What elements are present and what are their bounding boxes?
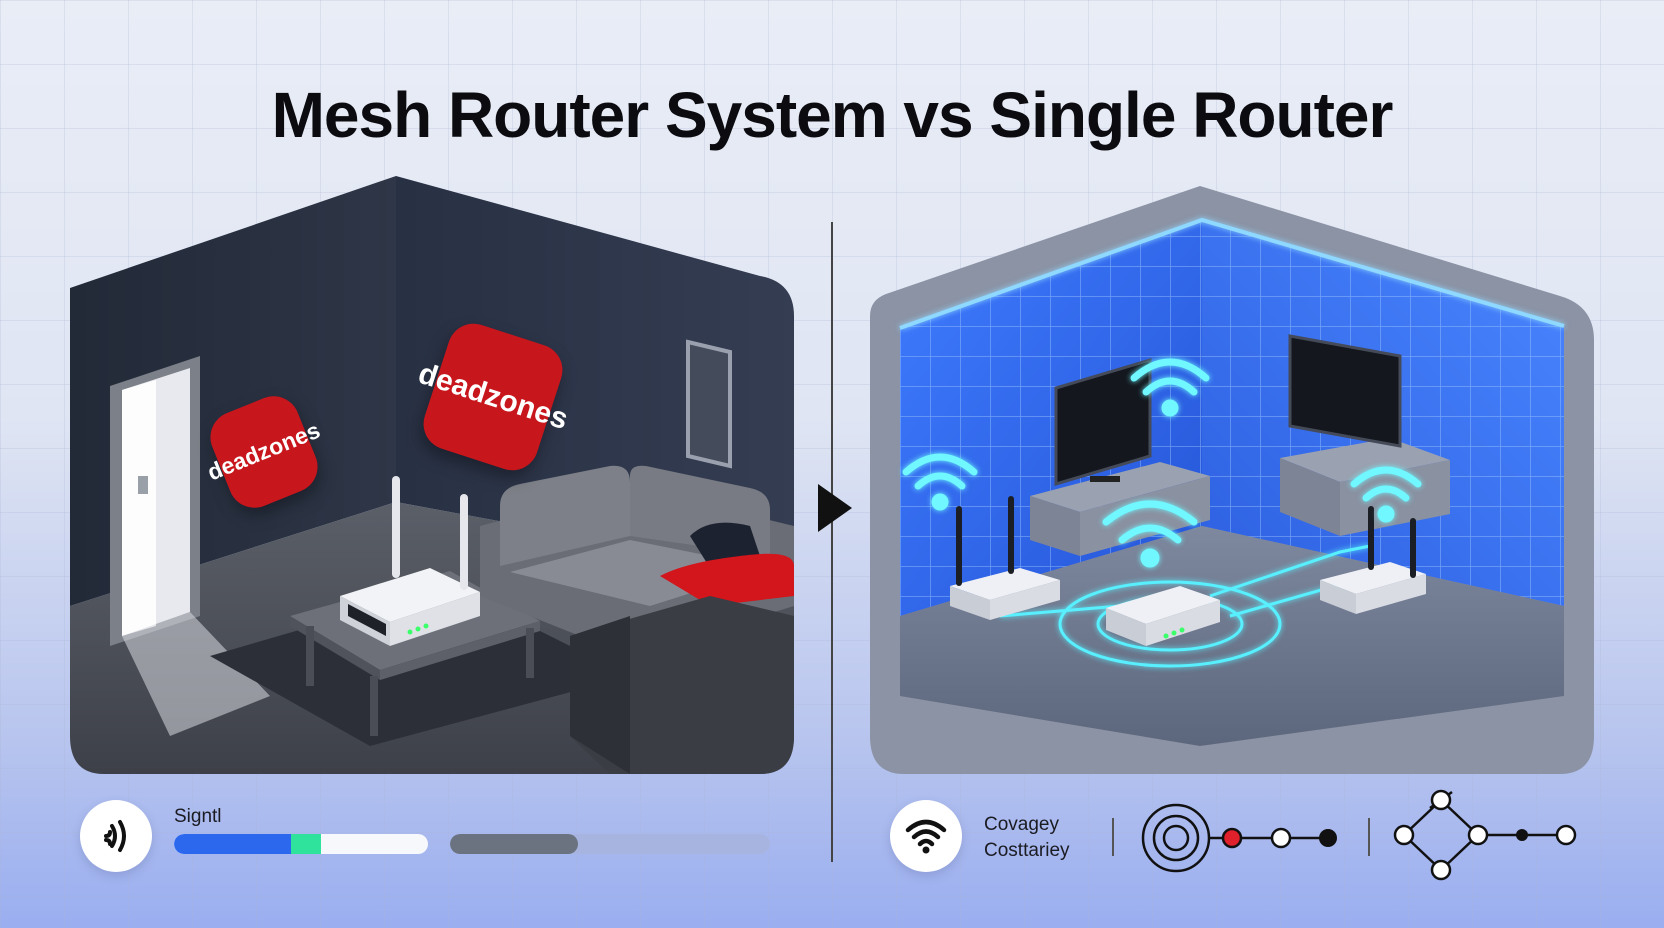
node-chain-icon — [1141, 803, 1337, 873]
single-router-room-illustration — [70, 176, 794, 774]
status-separator — [1368, 818, 1370, 856]
coverage-line: Covagey — [984, 814, 1059, 835]
signal-strength-bar — [174, 834, 428, 854]
signal-highlight-fill — [290, 834, 322, 854]
page-title: Mesh Router System vs Single Router — [271, 79, 1394, 151]
secondary-level-fill — [450, 834, 578, 854]
mesh-router-center — [1106, 586, 1220, 646]
mesh-router-room-illustration — [870, 186, 1594, 774]
secondary-level-bar — [450, 834, 770, 854]
status-separator — [1112, 818, 1114, 856]
wifi-icon — [890, 800, 962, 872]
coverage-text: Covagey Costtariey — [984, 812, 1070, 864]
sound-signal-icon — [80, 800, 152, 872]
mesh-router-left — [950, 496, 1060, 620]
mesh-network-icon — [1393, 789, 1577, 881]
coverage-line: Costtariey — [984, 840, 1070, 861]
signal-label: Signtl — [174, 806, 222, 827]
center-divider — [831, 222, 833, 862]
wifi-glow-icons — [902, 358, 1422, 568]
mesh-router-scene — [870, 176, 1594, 774]
signal-fill — [174, 834, 291, 854]
play-arrow-icon — [818, 484, 852, 532]
mesh-router-right — [1320, 506, 1426, 614]
